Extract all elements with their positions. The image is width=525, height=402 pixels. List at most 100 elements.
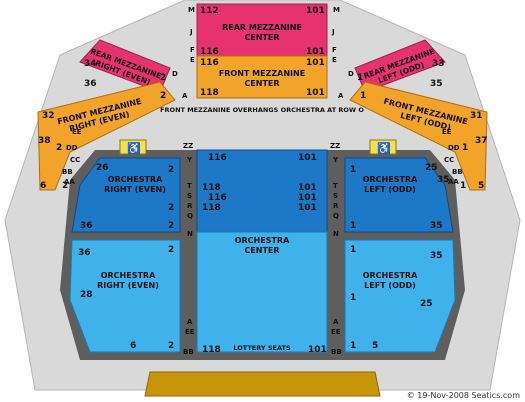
orch-right-upper-label-2: RIGHT (EVEN): [104, 185, 166, 194]
row-letter: A: [333, 318, 339, 326]
seat-number: 1: [350, 221, 356, 231]
orchestra-right-upper-section[interactable]: [71, 157, 181, 233]
row-letter: A: [187, 318, 193, 326]
seat-number: 116: [200, 58, 219, 68]
front-mezzanine-center-section[interactable]: [196, 55, 328, 99]
seat-number: 1: [350, 165, 356, 175]
seat-number: 118: [200, 88, 219, 98]
seat-number: 32: [42, 111, 55, 121]
row-letter: M: [188, 6, 195, 14]
seat-number: 101: [298, 203, 317, 213]
row-letter: F: [332, 46, 337, 54]
orchestra-left-lower-section[interactable]: [344, 239, 456, 353]
seat-number: 2: [168, 165, 174, 175]
row-letter: S: [187, 192, 192, 200]
row-letter: Y: [332, 156, 339, 164]
orch-left-lower-label-2: LEFT (ODD): [364, 281, 416, 290]
seat-number: 37: [475, 136, 488, 146]
seat-number: 2: [62, 181, 68, 191]
seat-number: 1: [350, 341, 356, 351]
row-letter: DD: [448, 144, 460, 152]
seat-number: 1: [357, 73, 363, 83]
orchestra-center-upper-section[interactable]: [196, 149, 328, 233]
row-letter: E: [190, 56, 195, 64]
seat-number: 101: [298, 193, 317, 203]
row-letter: BB: [331, 348, 342, 356]
front-mezz-center-label-2: CENTER: [244, 79, 279, 88]
seat-number: 2: [160, 91, 166, 101]
row-letter: EE: [442, 128, 452, 136]
row-letter: Q: [187, 212, 193, 220]
row-letter: BB: [452, 168, 463, 176]
copyright-text: © 19-Nov-2008 Seatics.com: [407, 391, 520, 400]
seat-number: 38: [38, 136, 51, 146]
seat-number: 36: [78, 248, 91, 258]
seat-number: 101: [298, 153, 317, 163]
rear-mezzanine-left-section[interactable]: [354, 39, 446, 93]
rear-mezz-center-label-2: CENTER: [244, 33, 279, 42]
orch-left-lower-label-1: ORCHESTRA: [363, 271, 418, 280]
seat-number: 1: [350, 245, 356, 255]
wheelchair-icon: ♿: [127, 142, 141, 155]
row-letter: E: [332, 56, 337, 64]
front-mezz-center-label-1: FRONT MEZZANINE: [219, 69, 305, 78]
seat-number: 101: [298, 183, 317, 193]
seat-number: 35: [430, 221, 443, 231]
orch-left-upper-label-2: LEFT (ODD): [364, 185, 416, 194]
row-letter: EE: [185, 328, 195, 336]
seat-number: 118: [202, 345, 221, 355]
front-mezzanine-right-section[interactable]: [37, 81, 176, 191]
wheelchair-icon: ♿: [377, 142, 391, 155]
seat-number: 1: [350, 293, 356, 303]
seat-number: 35: [437, 175, 450, 185]
row-letter: AA: [64, 178, 75, 186]
seat-number: 101: [306, 88, 325, 98]
row-letter: DD: [66, 144, 78, 152]
seat-number: 26: [96, 163, 109, 173]
seat-number: 34: [84, 59, 97, 69]
seat-number: 33: [432, 59, 445, 69]
seat-number: 35: [430, 79, 443, 89]
row-letter: J: [331, 28, 335, 36]
rear-mezzanine-right-section[interactable]: [79, 39, 171, 93]
row-letter: D: [172, 70, 178, 78]
row-letter: BB: [62, 168, 73, 176]
orchestra-left-upper-section[interactable]: [344, 157, 454, 233]
seat-number: 2: [168, 245, 174, 255]
seat-number: 25: [425, 163, 438, 173]
seat-number: 1: [360, 91, 366, 101]
seat-number: 116: [208, 193, 227, 203]
seat-number: 5: [372, 341, 378, 351]
seat-number: 101: [308, 345, 327, 355]
seat-number: 112: [200, 6, 219, 16]
row-letter: R: [187, 202, 193, 210]
seat-number: 1: [460, 181, 466, 191]
seat-number: 118: [202, 203, 221, 213]
seat-number: 36: [84, 79, 97, 89]
front-mezzanine-left-section[interactable]: [349, 81, 488, 191]
seat-number: 36: [80, 221, 93, 231]
seat-number: 116: [200, 47, 219, 57]
row-letter: CC: [444, 156, 454, 164]
row-letter: D: [348, 70, 354, 78]
row-letter: CC: [70, 156, 80, 164]
orchestra-center-lower-section[interactable]: [196, 231, 328, 353]
seat-number: 2: [160, 73, 166, 83]
seat-number: 118: [202, 183, 221, 193]
row-letter: A: [182, 92, 188, 100]
row-letter: Y: [186, 156, 193, 164]
wheelchair-area-right: [119, 139, 147, 155]
rear-mezzanine-center-section[interactable]: [196, 3, 328, 57]
row-letter: Q: [333, 212, 339, 220]
overhang-note: FRONT MEZZANINE OVERHANGS ORCHESTRA AT R…: [160, 106, 364, 114]
orch-right-lower-label-1: ORCHESTRA: [101, 271, 156, 280]
row-letter: T: [187, 182, 192, 190]
seat-number: 116: [208, 153, 227, 163]
orch-center-label-2: CENTER: [244, 246, 279, 255]
seat-number: 25: [420, 299, 433, 309]
row-letter: EE: [72, 128, 82, 136]
rear-mezz-center-label-1: REAR MEZZANINE: [222, 23, 302, 32]
orchestra-right-lower-section[interactable]: [69, 239, 181, 353]
row-letter: S: [333, 192, 338, 200]
